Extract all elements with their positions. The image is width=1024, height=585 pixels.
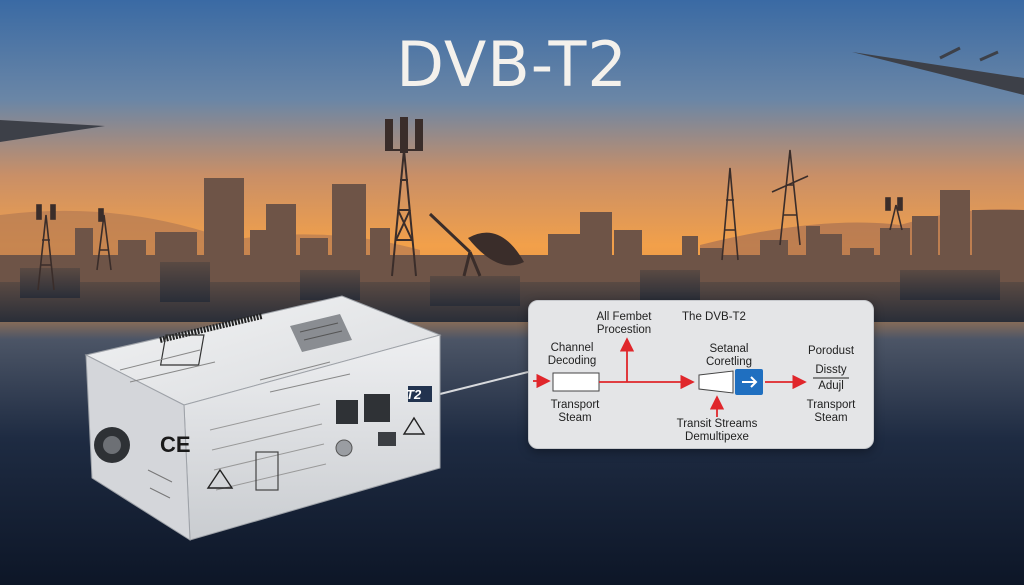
label-transport-right: Transport Steam (806, 399, 856, 424)
satellite-dish (428, 212, 524, 277)
device-brand-badge: T2 (406, 387, 422, 402)
tower-left-a (36, 204, 56, 291)
dvb-t2-diagram-panel: All Fembet Procestion The DVB-T2 Channel… (528, 300, 874, 449)
demux-funnel (698, 370, 734, 394)
label-dissty: Dissty (815, 364, 847, 376)
page-title: DVB-T2 (396, 28, 628, 101)
connector-line (439, 371, 529, 395)
label-porodust: Porodust (807, 345, 855, 357)
dvb-t2-device (84, 295, 442, 541)
label-channel-decoding: Channel Decoding (547, 342, 597, 367)
arrow-right-icon (742, 376, 758, 388)
tower-right-a (721, 167, 739, 261)
antenna-arm-left (0, 120, 105, 142)
antenna-elements (939, 46, 999, 62)
tower-right-b (771, 149, 809, 246)
label-transport-left: Transport Steam (550, 399, 600, 424)
label-top-left: All Fembet Procestion (596, 311, 652, 336)
channel-decoding-block (552, 372, 600, 392)
diagram-flow (533, 337, 849, 417)
tower-left-b (96, 208, 112, 271)
device-ce-mark: CE (160, 432, 191, 457)
label-setanal: Setanal Coretling (705, 343, 753, 368)
label-adujl: Adujl (818, 380, 844, 392)
antenna-arm-right (852, 52, 1024, 95)
tower-right-c (885, 197, 903, 231)
transmission-tower-main (385, 117, 423, 277)
label-top-right: The DVB-T2 (682, 311, 746, 323)
label-demux: Transit Streams Demultipexe (676, 418, 758, 443)
